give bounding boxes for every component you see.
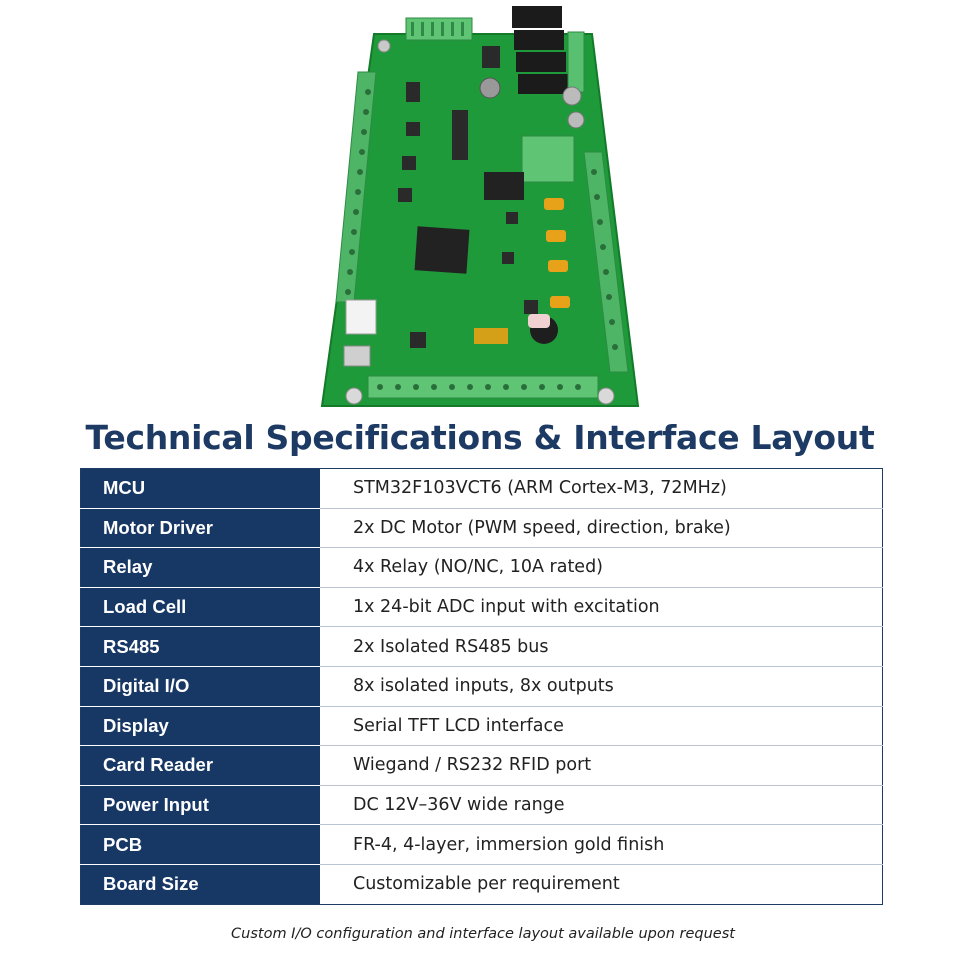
table-row: Board Size Customizable per requirement (80, 864, 883, 905)
pcb-board-photo (310, 2, 650, 416)
table-row: Card Reader Wiegand / RS232 RFID port (80, 745, 883, 786)
spec-label: Load Cell (80, 587, 320, 628)
spec-value: Customizable per requirement (320, 864, 883, 905)
table-row: PCB FR-4, 4-layer, immersion gold finish (80, 824, 883, 865)
spec-value: Wiegand / RS232 RFID port (320, 745, 883, 786)
table-row: Power Input DC 12V–36V wide range (80, 785, 883, 826)
spec-table: MCU STM32F103VCT6 (ARM Cortex-M3, 72MHz)… (80, 468, 883, 905)
spec-value: STM32F103VCT6 (ARM Cortex-M3, 72MHz) (320, 468, 883, 509)
table-row: RS485 2x Isolated RS485 bus (80, 626, 883, 667)
spec-value: 4x Relay (NO/NC, 10A rated) (320, 547, 883, 588)
table-row: Motor Driver 2x DC Motor (PWM speed, dir… (80, 508, 883, 549)
spec-label: PCB (80, 824, 320, 865)
table-row: Relay 4x Relay (NO/NC, 10A rated) (80, 547, 883, 588)
table-row: Display Serial TFT LCD interface (80, 706, 883, 747)
spec-value: 2x DC Motor (PWM speed, direction, brake… (320, 508, 883, 549)
spec-label: MCU (80, 468, 320, 509)
spec-value: 8x isolated inputs, 8x outputs (320, 666, 883, 707)
table-row: MCU STM32F103VCT6 (ARM Cortex-M3, 72MHz) (80, 468, 883, 509)
footnote: Custom I/O configuration and interface l… (231, 926, 735, 942)
spec-label: RS485 (80, 626, 320, 667)
spec-label: Digital I/O (80, 666, 320, 707)
spec-label: Board Size (80, 864, 320, 905)
spec-label: Relay (80, 547, 320, 588)
spec-value: FR-4, 4-layer, immersion gold finish (320, 824, 883, 865)
page-title: Technical Specifications & Interface Lay… (85, 418, 875, 457)
spec-value: DC 12V–36V wide range (320, 785, 883, 826)
spec-label: Motor Driver (80, 508, 320, 549)
spec-value: Serial TFT LCD interface (320, 706, 883, 747)
spec-label: Power Input (80, 785, 320, 826)
spec-value: 2x Isolated RS485 bus (320, 626, 883, 667)
spec-label: Display (80, 706, 320, 747)
table-row: Load Cell 1x 24-bit ADC input with excit… (80, 587, 883, 628)
spec-value: 1x 24-bit ADC input with excitation (320, 587, 883, 628)
spec-label: Card Reader (80, 745, 320, 786)
table-row: Digital I/O 8x isolated inputs, 8x outpu… (80, 666, 883, 707)
